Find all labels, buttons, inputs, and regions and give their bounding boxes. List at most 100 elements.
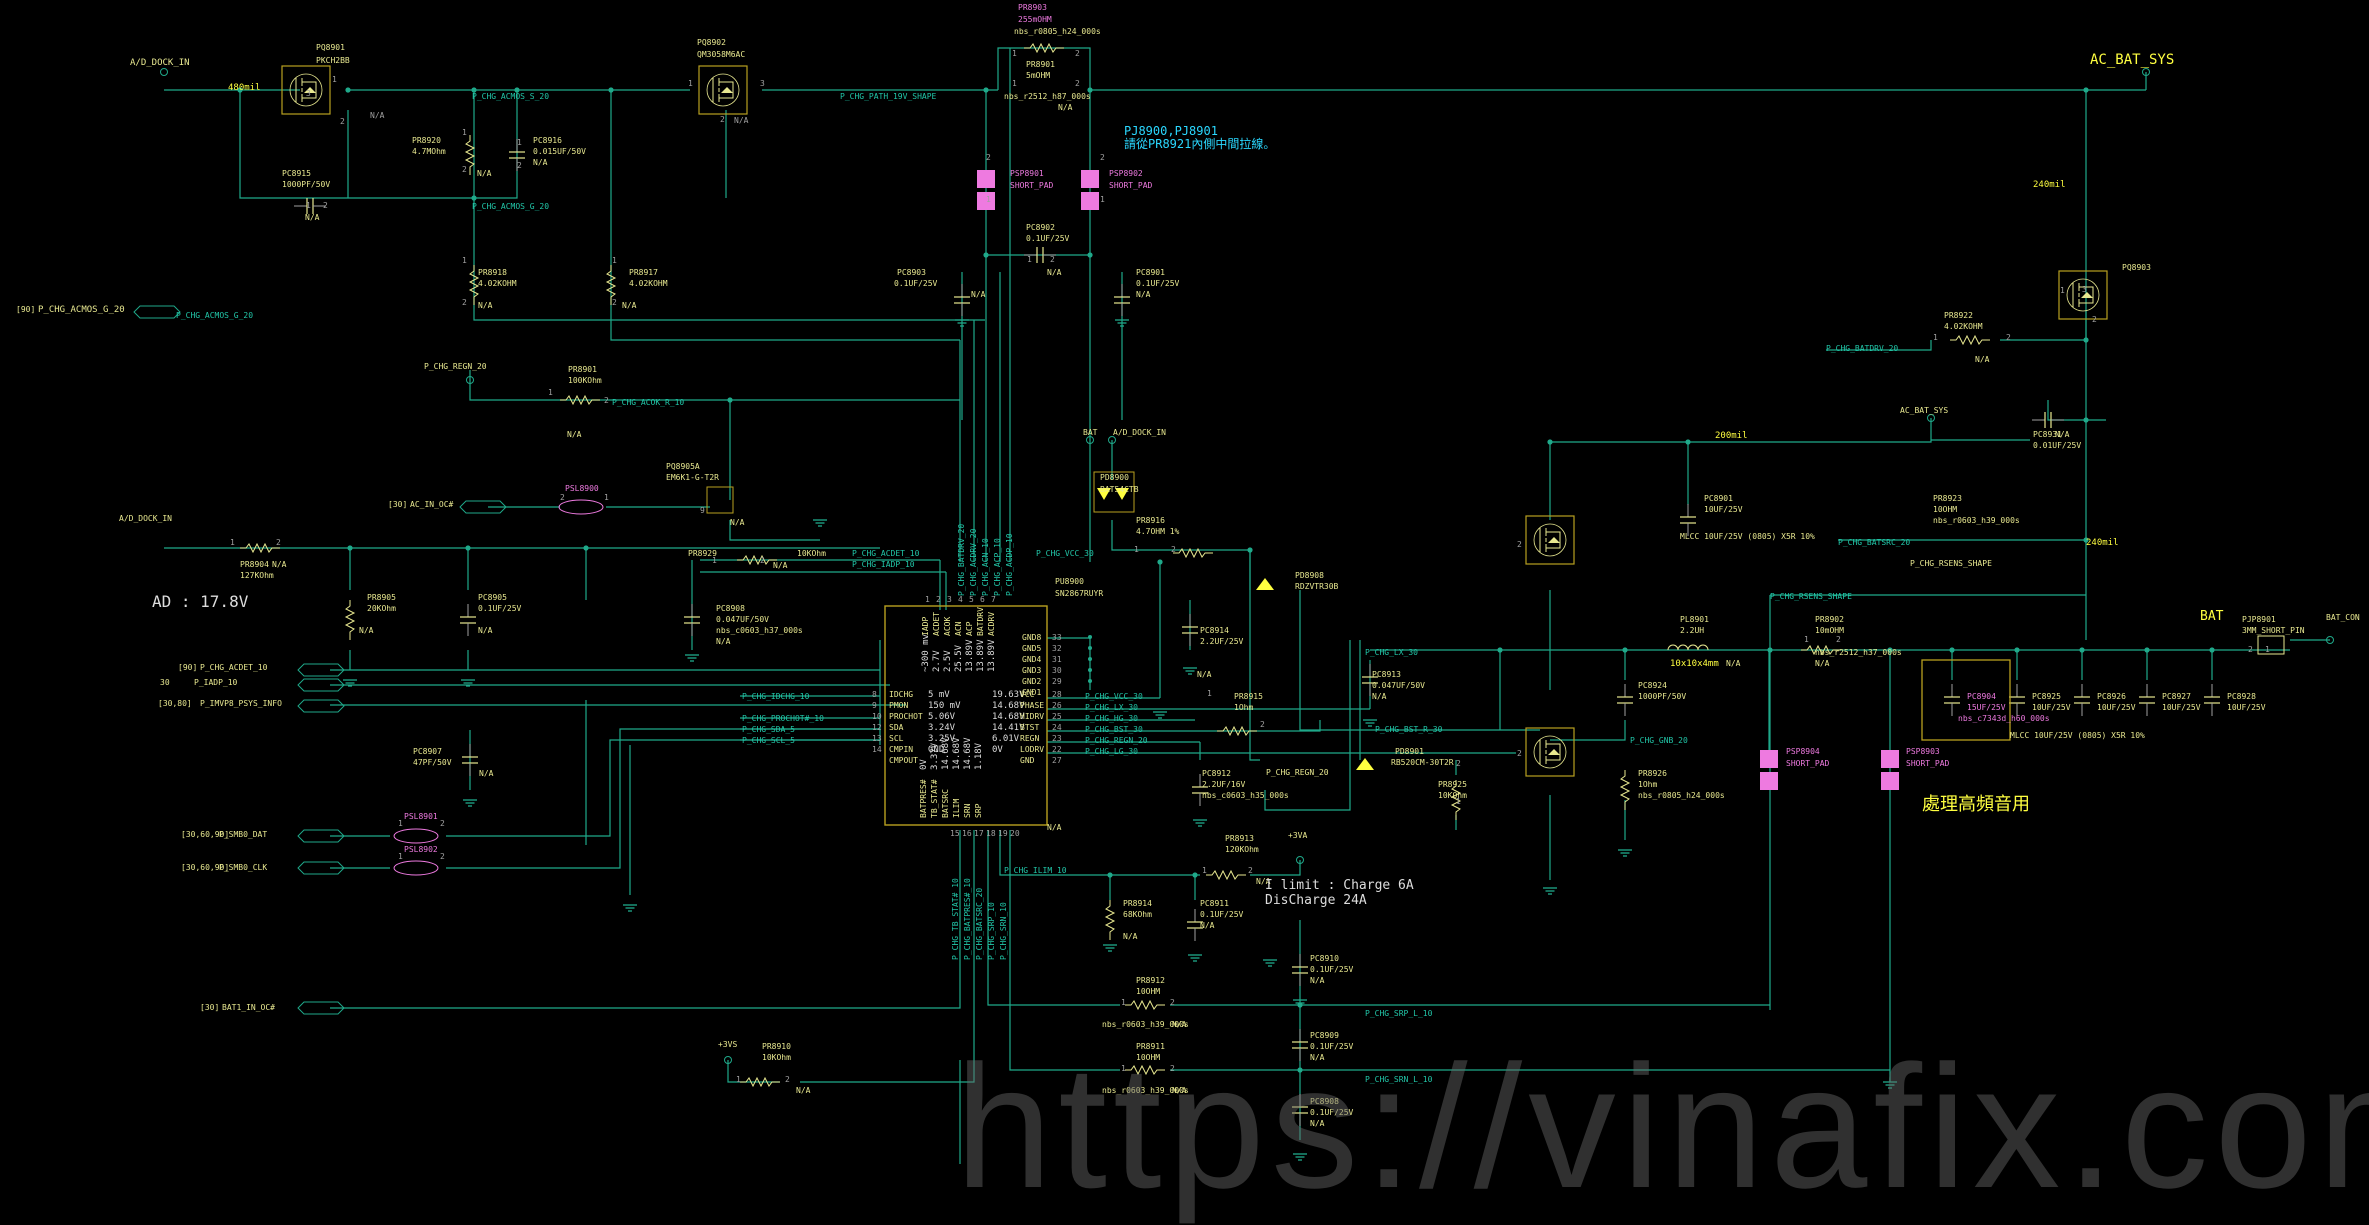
resistor-symbol [1105,899,1115,941]
chip-pin-label: GND4 [1022,655,1041,664]
net-label: P_CHG_BATSRC_20 [975,888,984,960]
pin-number: 1 [1012,79,1017,88]
pin-number: 18 [986,829,996,838]
chip-pin-label: BATDRV [976,607,985,636]
pin-number: 6 [980,595,985,604]
junction-dot [983,252,989,258]
net-label: P_CHG_ACMOS_G_20 [38,305,125,315]
net-label: PC8908 [716,604,745,613]
junction-dot [1088,657,1092,661]
pin-number: 1 [1804,635,1809,644]
terminal-dot [1086,436,1094,444]
chip-voltage-value: 3.25V [928,734,956,744]
pin-number: 2 [1248,866,1253,875]
net-label: 0.1UF/25V [1310,1042,1354,1051]
net-label: PC8904 [1967,692,1996,701]
ground-symbol [1182,667,1198,675]
offpage-connector [133,305,181,319]
net-label: P_CHG_SDA_5 [742,725,795,734]
pin-number: 2 [462,165,467,174]
net-label: 47PF/50V [413,758,452,767]
junction-dot [1192,872,1198,878]
junction-dot [1107,872,1113,878]
pin-number: 23 [1052,734,1062,743]
junction-dot [1497,647,1503,653]
terminal-dot [2326,636,2334,644]
chip-pin-label: PHASE [1020,701,1044,710]
net-label: BAT1_IN_OC# [222,1003,275,1012]
inductor-coil [1677,644,1689,651]
net-label: A/D_DOCK_IN [1113,428,1166,437]
net-label: PKCH2BB [316,56,350,65]
net-label: nbs_r2512_h87_000s [1004,92,1091,101]
net-label: P_CHG_ACDRV_20 [969,528,978,596]
net-label: PC8901 [1704,494,1733,503]
net-label: PC8916 [533,136,562,145]
chip-pin-label: GND [1020,756,1035,765]
junction-dot [727,397,733,403]
junction-dot [2083,417,2089,423]
net-label: AC_BAT_SYS [1900,406,1948,415]
pin-number: 1 [688,79,693,88]
junction-dot [345,87,351,93]
pin-number: 1 [712,556,717,565]
net-label: PR8911 [1136,1042,1165,1051]
net-label: N/A [272,560,287,569]
chip-voltage-value: 14.68V [963,737,973,770]
pin-number: N/A [734,116,749,125]
net-label: PD8900 [1100,473,1129,482]
net-label: N/A [971,290,986,299]
net-label: P_CHG_ACMOS_G_20 [176,311,253,320]
net-label: 255mOHM [1018,15,1052,24]
net-label: P_CHG_PROCHOT#_10 [742,714,824,723]
pin-number: 24 [1052,723,1062,732]
pin-number: 2 [1100,153,1105,162]
pin-number: 1 [986,195,991,204]
pin-number: 1 [1012,49,1017,58]
inductor-coil [1697,644,1709,651]
pin-number: 2 [1517,540,1522,549]
pin-number: 2 [1050,255,1055,264]
chip-pin-label: TB_STAT# [930,779,939,818]
chip-voltage-value: 0V [919,759,929,770]
net-label: 127KOhm [240,571,274,580]
pin-number: 2 [1170,998,1175,1007]
inductor-coil [1667,644,1679,651]
net-label: PD8908 [1295,571,1324,580]
net-label: RB520CM-30T2R [1391,758,1454,767]
zener-diode-icon [1256,578,1274,590]
net-label: PJ8900,PJ8901 [1124,124,1218,138]
chip-voltage-value: GND [928,745,944,755]
pin-number: 20 [1010,829,1020,838]
chip-voltage-value: 19.63V [992,690,1025,700]
ground-symbol [1102,944,1118,952]
pin-number: 1 [398,852,403,861]
chip-pin-label: REGN [1020,734,1039,743]
ferrite-bead-icon [558,499,604,515]
chip-pin-label: PROCHOT [889,712,923,721]
net-label: 480mil [228,83,261,93]
net-label: P_CHG_PATH_19V_SHAPE [840,92,937,101]
net-label: 4.02KOHM [478,279,517,288]
junction-dot [237,87,243,93]
chip-voltage-value: 13.89V [976,639,986,672]
chip-pin-label: HIDRV [1020,712,1044,721]
chip-voltage-value: 1.18V [974,742,984,770]
net-label: 10UF/25V [2032,703,2071,712]
pin-number: 2 [2092,315,2097,324]
pin-number: 13 [872,734,882,743]
net-label: PSP8901 [1010,169,1044,178]
pin-number: 1 [230,538,235,547]
chip-pin-label: GND3 [1022,666,1041,675]
net-label: nbs_r0805_h24_000s [1014,27,1101,36]
pin-number: 2 [323,201,328,210]
junction-dot [1622,647,1628,653]
chip-voltage-value: 13.89V [987,639,997,672]
net-label: P_CHG_SCL_5 [742,736,795,745]
chip-voltage-value: 3.37V [930,742,940,770]
chip-pin-label: SCL [889,734,904,743]
net-label: SHORT_PAD [1786,759,1830,768]
pin-number: 3 [760,79,765,88]
ground-symbol [1192,819,1208,827]
